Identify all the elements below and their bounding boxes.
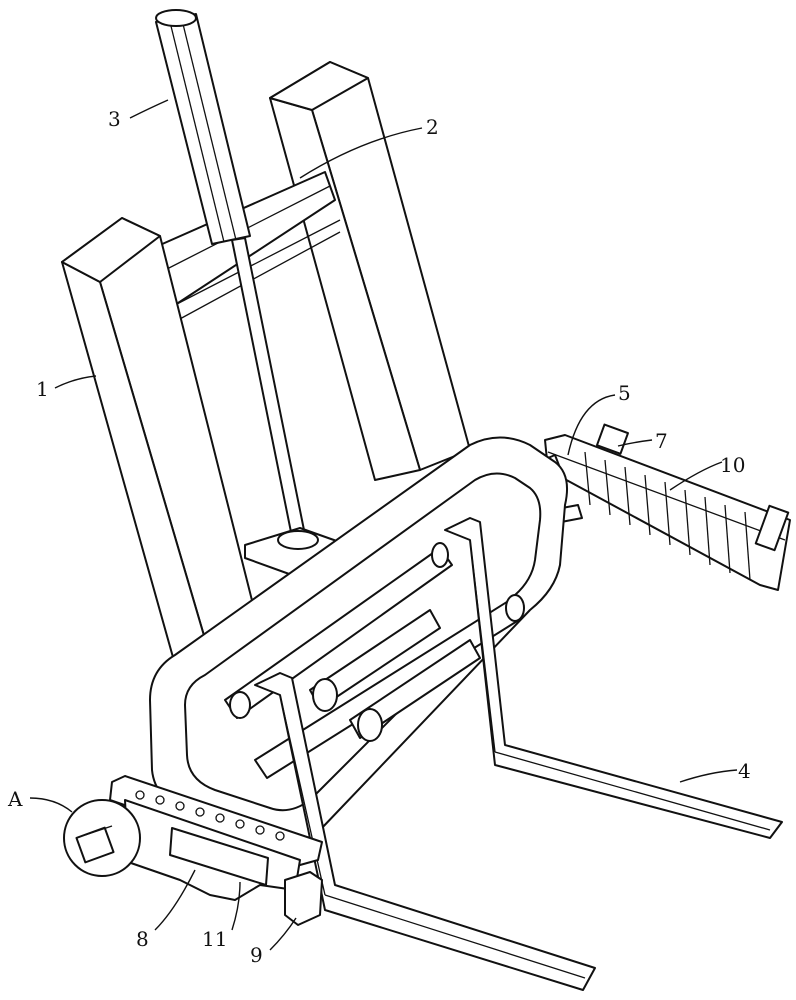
label-5: 5 — [618, 381, 631, 405]
label-9: 9 — [250, 943, 263, 967]
label-4: 4 — [738, 759, 751, 783]
label-1: 1 — [36, 377, 49, 401]
label-2: 2 — [426, 115, 439, 139]
back-column — [270, 62, 470, 480]
label-8: 8 — [136, 927, 149, 951]
label-7: 7 — [655, 429, 668, 453]
detail-a-circle — [64, 800, 140, 876]
label-3: 3 — [108, 107, 121, 131]
label-a: A — [7, 787, 23, 811]
label-11: 11 — [202, 927, 227, 951]
lift-rod — [156, 10, 250, 244]
label-10: 10 — [720, 453, 745, 477]
